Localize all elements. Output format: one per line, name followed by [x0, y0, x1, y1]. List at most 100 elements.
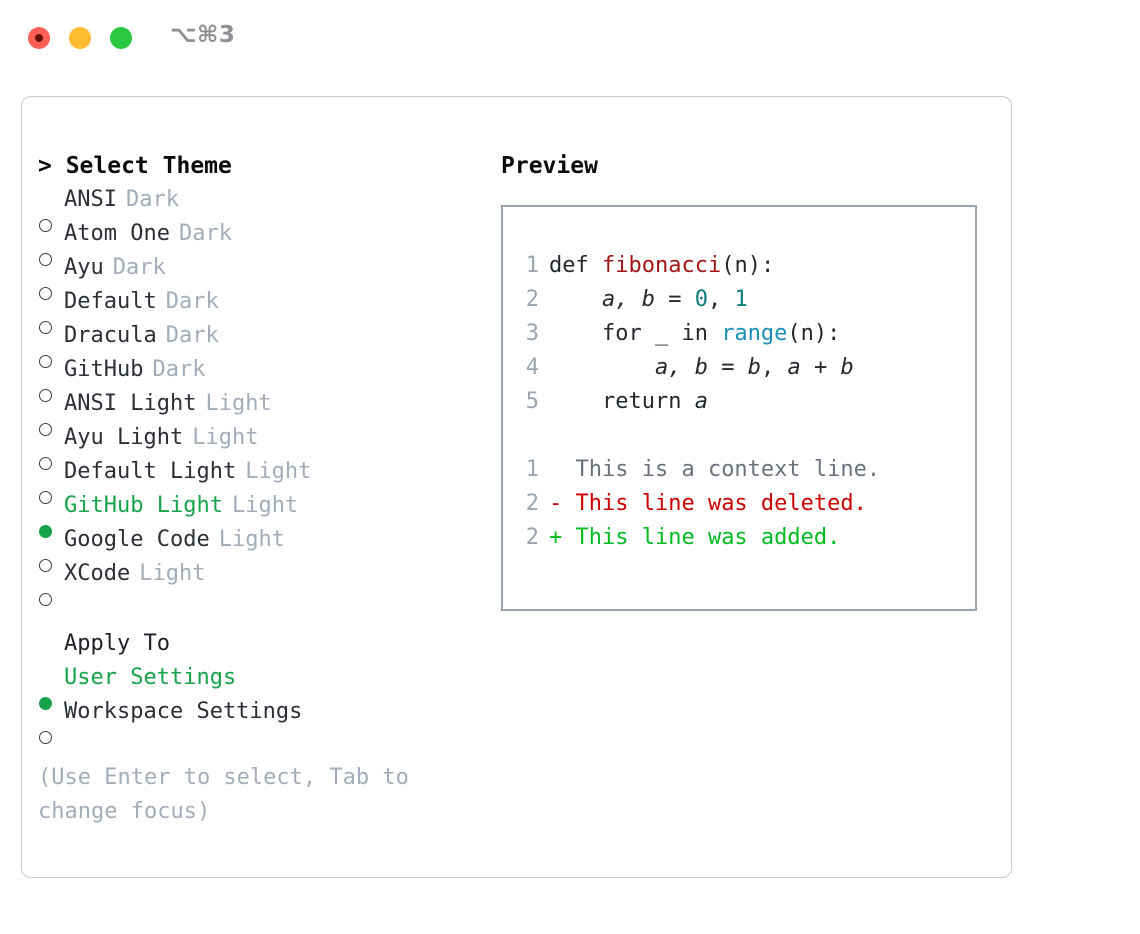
- code-line: 5 return a: [503, 385, 975, 419]
- window-shortcut-label: ⌥⌘3: [170, 22, 236, 48]
- code-token: a: [694, 389, 708, 414]
- theme-option-tag: Light: [139, 561, 206, 586]
- diff-sign: +: [549, 525, 563, 550]
- theme-option-xcode[interactable]: XCode Light: [38, 557, 478, 606]
- code-token: a, b: [601, 287, 655, 312]
- title-bar: ⌥⌘3: [0, 0, 1140, 76]
- theme-option-tag: Light: [192, 425, 259, 450]
- code-token: (n):: [787, 321, 841, 346]
- theme-option-tag: Light: [245, 459, 312, 484]
- code-token: ,: [707, 287, 735, 312]
- apply-to-option-workspace-settings[interactable]: Workspace Settings: [38, 695, 478, 744]
- minimize-button[interactable]: [69, 27, 91, 49]
- diff-line-text: This line was deleted.: [562, 491, 867, 516]
- code-diff-spacer: [503, 419, 975, 453]
- code-token: ,: [760, 355, 788, 380]
- code-line-text: for _ in range(n):: [549, 317, 840, 351]
- diff-line: 1 This is a context line.: [503, 453, 975, 487]
- code-token: range: [721, 321, 788, 346]
- code-line-number: 1: [525, 253, 539, 278]
- theme-option-default-light[interactable]: Default Light Light: [38, 455, 478, 504]
- diff-line-number: 2: [525, 525, 539, 550]
- theme-option-ansi[interactable]: ANSI Dark: [38, 183, 478, 232]
- theme-option-label: Dracula: [64, 323, 157, 348]
- theme-option-ayu[interactable]: Ayu Dark: [38, 251, 478, 300]
- code-token: def: [549, 253, 602, 278]
- theme-option-google-code[interactable]: Google Code Light: [38, 523, 478, 572]
- keyboard-hint-text: (Use Enter to select, Tab to change focu…: [38, 765, 423, 824]
- theme-option-label: ANSI: [64, 187, 117, 212]
- code-line-number: 5: [525, 389, 539, 414]
- code-line: 1 def fibonacci(n):: [503, 249, 975, 283]
- apply-to-option-user-settings[interactable]: User Settings: [38, 661, 478, 710]
- theme-option-label: Atom One: [64, 221, 170, 246]
- code-token: a, b: [654, 355, 708, 380]
- code-token: return: [549, 389, 695, 414]
- theme-option-tag: Dark: [178, 221, 232, 246]
- theme-option-tag: Light: [205, 391, 272, 416]
- close-button[interactable]: [28, 27, 50, 49]
- code-token: a: [787, 355, 801, 380]
- code-line: 4 a, b = b, a + b: [503, 351, 975, 385]
- code-line-number: 2: [525, 287, 539, 312]
- theme-option-tag: Dark: [125, 187, 179, 212]
- maximize-button[interactable]: [110, 27, 132, 49]
- code-line: 3 for _ in range(n):: [503, 317, 975, 351]
- diff-line: 2- This line was deleted.: [503, 487, 975, 521]
- code-token: for _ in: [549, 321, 722, 346]
- code-token: 1: [734, 287, 748, 312]
- apply-to-heading: Apply To: [64, 631, 170, 656]
- theme-option-tag: Light: [218, 527, 285, 552]
- theme-option-github[interactable]: GitHub Dark: [38, 353, 478, 402]
- diff-sample-block: 1 This is a context line.2- This line wa…: [503, 453, 975, 555]
- diff-line: 2 + This line was added.: [503, 521, 975, 555]
- code-token: (n):: [721, 253, 775, 278]
- code-line-text: a, b = b, a + b: [549, 351, 854, 385]
- apply-to-option-label: User Settings: [64, 665, 237, 690]
- theme-option-label: GitHub: [64, 357, 144, 382]
- code-token: b: [840, 355, 854, 380]
- code-token: fibonacci: [601, 253, 722, 278]
- code-token: 0: [694, 287, 708, 312]
- theme-option-dracula[interactable]: Dracula Dark: [38, 319, 478, 368]
- code-token: +: [800, 355, 841, 380]
- code-line-text: a, b = 0, 1: [549, 283, 748, 317]
- code-token: b: [747, 355, 761, 380]
- theme-option-ayu-light[interactable]: Ayu Light Light: [38, 421, 478, 470]
- apply-to-option-label: Workspace Settings: [64, 699, 303, 724]
- theme-option-label: Google Code: [64, 527, 210, 552]
- diff-line-number: 2: [525, 491, 539, 516]
- code-line-text: return a: [549, 385, 708, 419]
- code-token: [549, 355, 655, 380]
- theme-option-tag: Dark: [152, 357, 206, 382]
- theme-option-tag: Dark: [165, 323, 219, 348]
- theme-option-atom-one[interactable]: Atom One Dark: [38, 217, 478, 266]
- diff-line-text: This is a context line.: [562, 457, 881, 482]
- theme-option-label: XCode: [64, 561, 131, 586]
- theme-option-label: Ayu Light: [64, 425, 184, 450]
- theme-option-label: Ayu: [64, 255, 104, 280]
- code-line: 2 a, b = 0, 1: [503, 283, 975, 317]
- code-token: =: [707, 355, 748, 380]
- code-line-number: 4: [525, 355, 539, 380]
- theme-option-label: Default: [64, 289, 157, 314]
- select-theme-heading: > Select Theme: [38, 153, 232, 179]
- theme-option-tag: Dark: [112, 255, 166, 280]
- theme-option-tag: Light: [231, 493, 299, 518]
- theme-option-tag: Dark: [165, 289, 219, 314]
- code-token: [549, 287, 602, 312]
- diff-line-text: This line was added.: [562, 525, 841, 550]
- theme-option-default[interactable]: Default Dark: [38, 285, 478, 334]
- diff-sign: -: [549, 491, 563, 516]
- theme-option-label: Default Light: [64, 459, 237, 484]
